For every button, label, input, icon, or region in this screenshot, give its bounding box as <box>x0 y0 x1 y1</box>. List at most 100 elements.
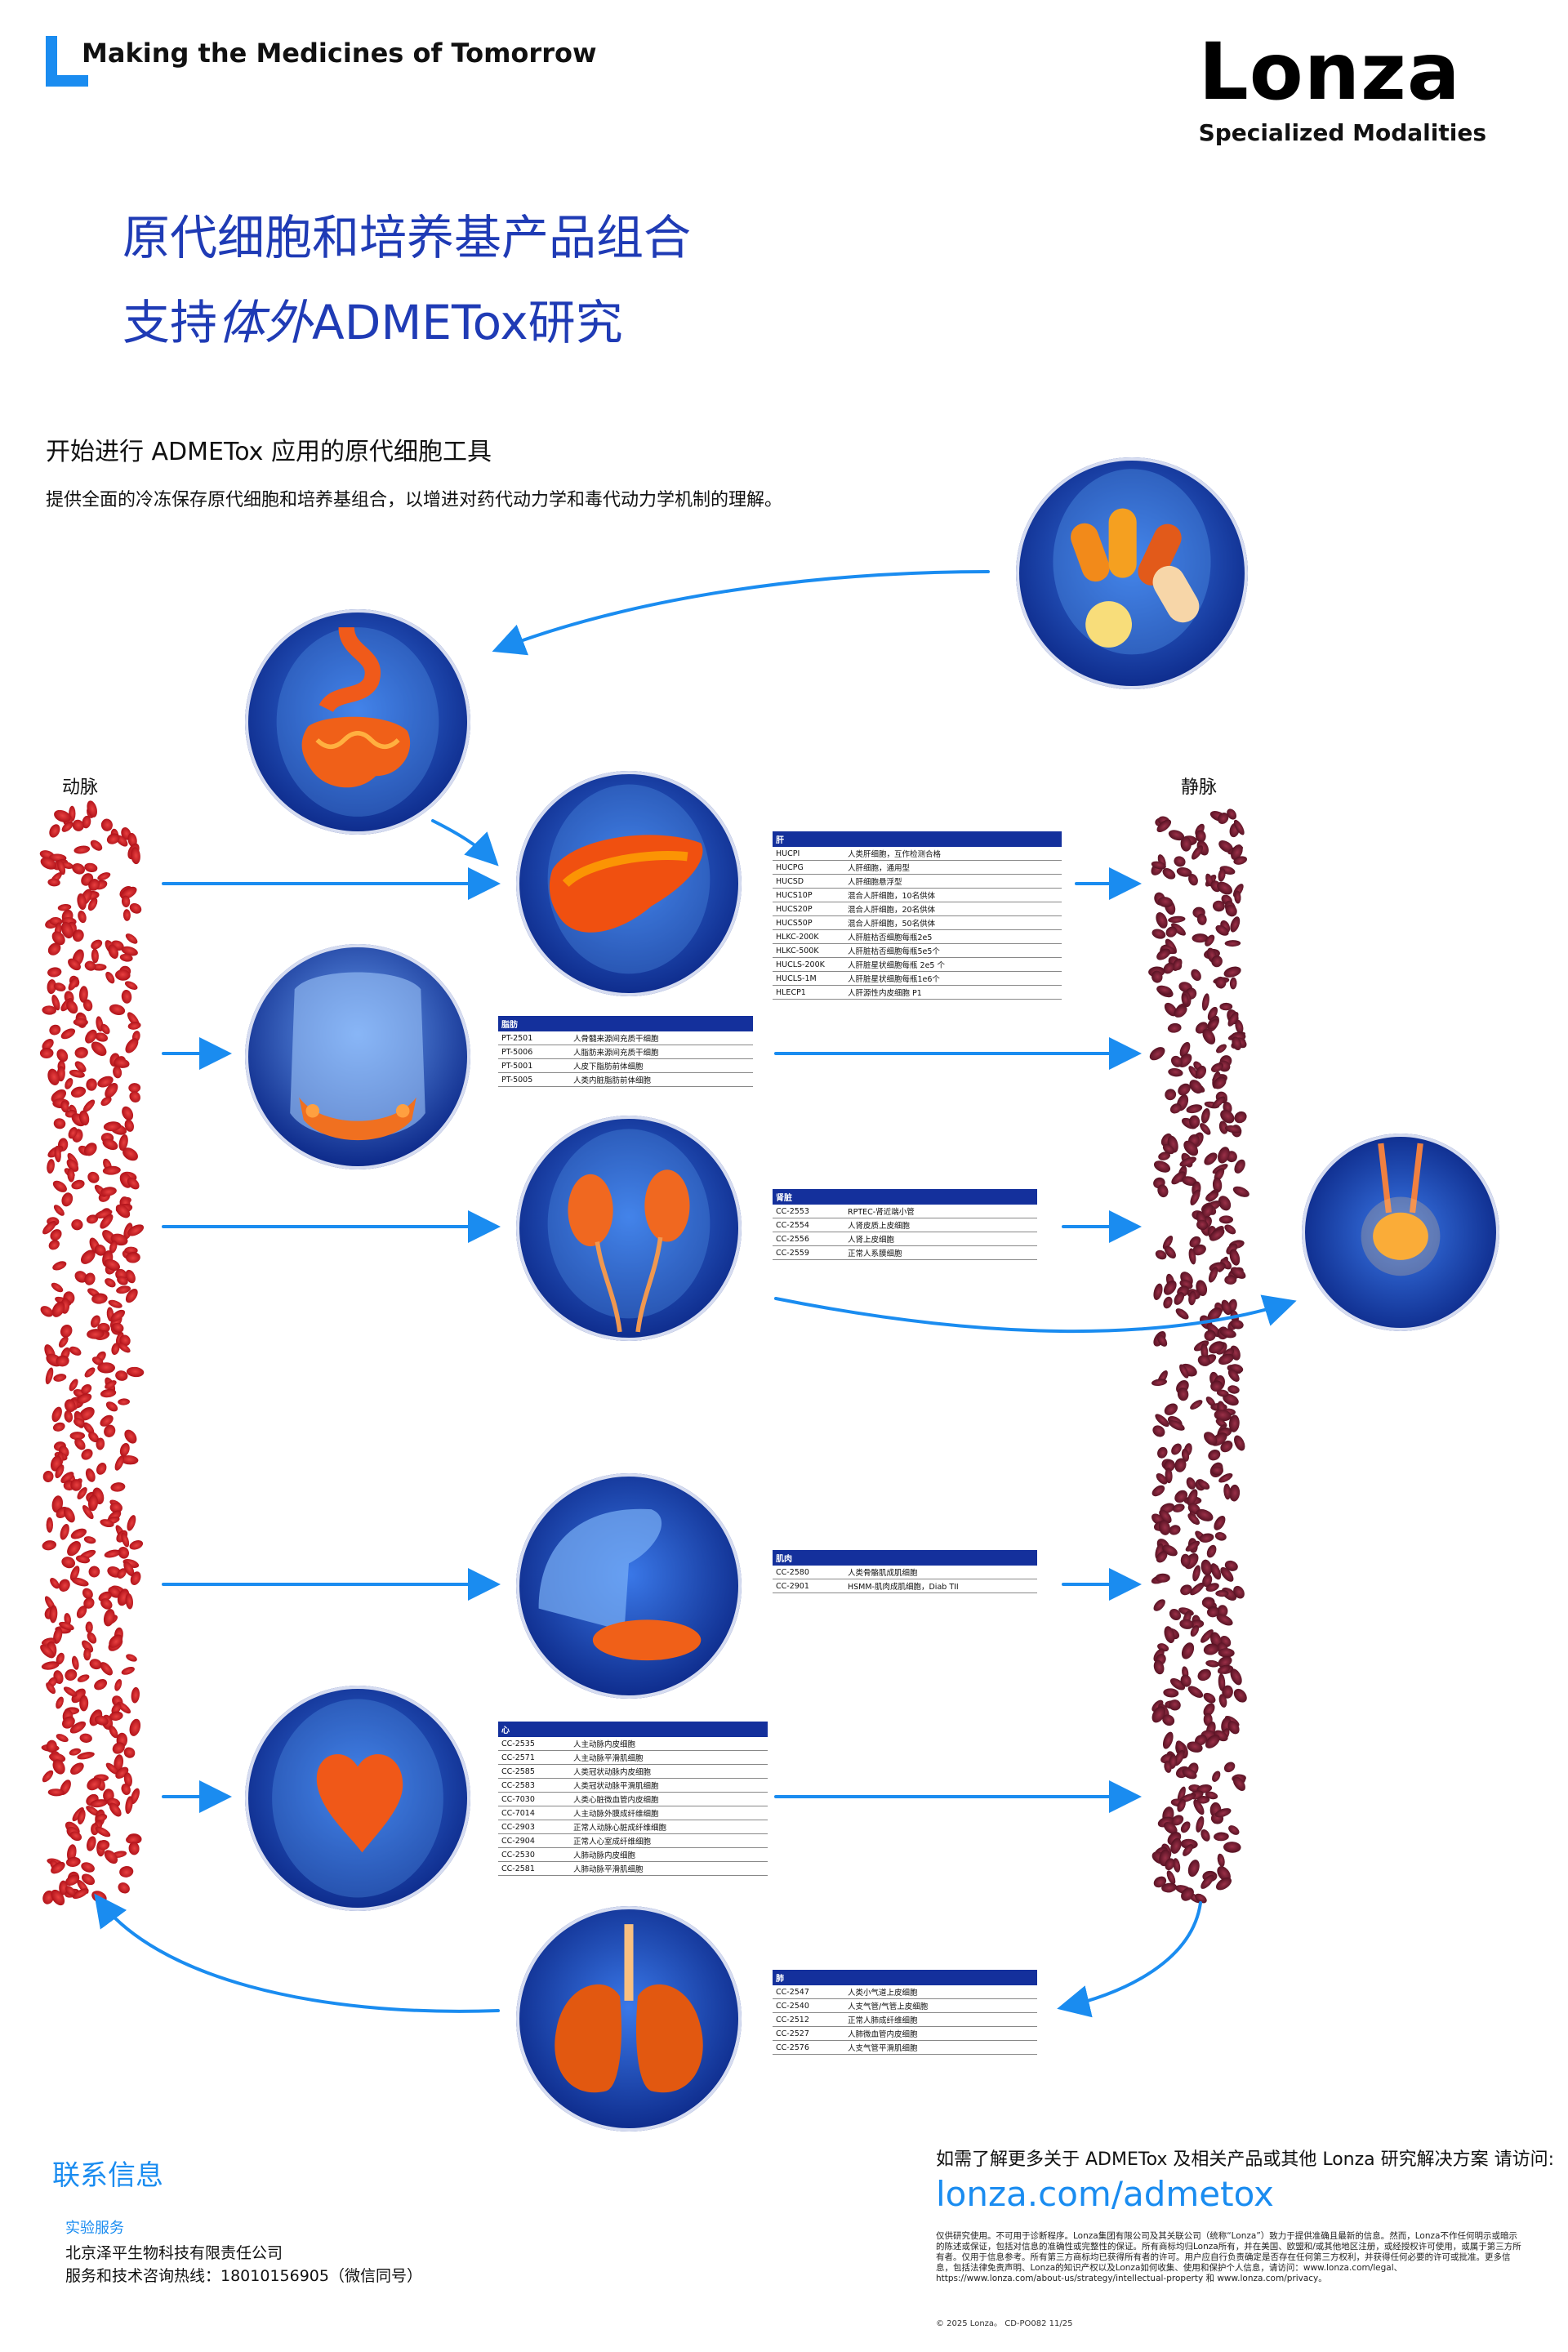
blood-cell <box>1181 1176 1197 1186</box>
blood-cell <box>125 1038 139 1054</box>
product-code: HUCPG <box>773 860 844 875</box>
blood-cell <box>96 1814 108 1822</box>
product-code: HUCPI <box>773 847 844 861</box>
blood-cell <box>100 1662 113 1676</box>
blood-cell <box>1162 1235 1174 1250</box>
blood-cell <box>73 1018 88 1027</box>
blood-cell <box>104 1258 120 1271</box>
adipose-icon <box>245 944 470 1169</box>
blood-cell <box>1206 1606 1220 1618</box>
blood-cell <box>119 1865 134 1878</box>
blood-cell <box>1218 1353 1234 1365</box>
blood-cell <box>74 1047 88 1058</box>
blood-cell <box>47 967 62 978</box>
product-description: 人类肝细胞，互作检测合格 <box>844 847 1062 861</box>
blood-cell <box>67 1540 81 1557</box>
blood-cell <box>91 948 99 964</box>
blood-cell <box>1186 1477 1196 1490</box>
product-code: CC-2527 <box>773 2026 844 2041</box>
blood-cell <box>1233 819 1245 835</box>
blood-cell <box>128 1083 141 1093</box>
more-info-link[interactable]: lonza.com/admetox <box>936 2174 1274 2214</box>
blood-cell <box>74 1271 87 1283</box>
blood-cell <box>1223 1393 1239 1406</box>
blood-cell <box>121 1532 130 1548</box>
blood-cell <box>74 1438 86 1450</box>
blood-cell <box>1152 970 1163 983</box>
blood-cell <box>127 1022 141 1030</box>
blood-cell <box>1177 1388 1189 1401</box>
blood-cell <box>105 1278 116 1288</box>
blood-cell <box>1212 1096 1226 1109</box>
blood-cell <box>1174 1004 1187 1018</box>
product-code: PT-5001 <box>498 1058 570 1073</box>
blood-cell <box>87 1329 105 1339</box>
blood-cell <box>69 1831 82 1842</box>
blood-cell <box>61 821 74 832</box>
product-description: 人类内脏脂肪前体细胞 <box>570 1072 753 1087</box>
blood-cell <box>61 1192 74 1207</box>
product-description: 正常人肺成纤维细胞 <box>844 2012 1037 2027</box>
blood-cell <box>68 977 79 991</box>
blood-cell <box>123 1561 135 1577</box>
lonza-l-icon <box>46 36 88 87</box>
tagline-text: Making the Medicines of Tomorrow <box>82 38 597 69</box>
blood-cell <box>1190 1582 1205 1596</box>
blood-cell <box>50 1578 60 1589</box>
blood-cell <box>1214 1410 1232 1422</box>
product-code: PT-5005 <box>498 1072 570 1087</box>
blood-cell <box>1165 1089 1177 1101</box>
blood-cell <box>70 1479 82 1491</box>
blood-cell <box>76 1606 87 1619</box>
blood-cell <box>47 942 61 956</box>
blood-cell <box>1169 1699 1181 1711</box>
blood-cell <box>49 1753 66 1763</box>
blood-cell <box>74 1418 85 1428</box>
blood-cell <box>1210 1466 1223 1476</box>
product-description: 人肾上皮细胞 <box>844 1232 1037 1246</box>
muscle-icon <box>516 1473 742 1699</box>
blood-cell <box>1156 912 1168 929</box>
blood-cell <box>1197 1668 1211 1682</box>
blood-cell <box>1208 1450 1221 1461</box>
blood-cell <box>84 1367 96 1378</box>
blood-cell <box>1170 1055 1183 1067</box>
blood-cell <box>1216 1044 1227 1054</box>
blood-cell <box>60 1524 69 1540</box>
blood-cell <box>1215 924 1229 936</box>
product-code: HLKC-500K <box>773 943 844 958</box>
blood-cell <box>42 1005 56 1015</box>
blood-cell <box>1224 1275 1237 1285</box>
title-suffix: ADMETox研究 <box>312 295 623 350</box>
blood-cell <box>1232 1186 1250 1197</box>
blood-cell <box>117 1276 128 1285</box>
blood-cell <box>128 1842 140 1855</box>
blood-cell <box>1164 1761 1172 1773</box>
blood-cell <box>115 1204 131 1218</box>
blood-cell <box>62 1716 75 1729</box>
blood-cell <box>1201 993 1209 1011</box>
blood-cell <box>1230 1668 1242 1686</box>
blood-cell <box>1234 890 1241 904</box>
product-description: 人肝细胞悬浮型 <box>844 874 1062 889</box>
blood-cell <box>95 1826 111 1838</box>
product-code: CC-2571 <box>498 1750 570 1765</box>
blood-cell <box>1208 1267 1218 1283</box>
blood-cell <box>94 1715 109 1726</box>
blood-cell <box>71 1577 89 1587</box>
kidney-table-title: 肾脏 <box>773 1189 1037 1205</box>
blood-cell <box>1215 1590 1229 1597</box>
blood-cell <box>1213 1076 1227 1089</box>
blood-cell <box>1223 1483 1232 1500</box>
product-description: 正常人心室成纤维细胞 <box>570 1833 768 1848</box>
blood-cell <box>1188 1248 1196 1265</box>
blood-cell <box>56 1355 69 1367</box>
blood-cell <box>1202 1574 1213 1588</box>
blood-cell <box>1205 934 1215 947</box>
blood-cell <box>115 969 131 981</box>
